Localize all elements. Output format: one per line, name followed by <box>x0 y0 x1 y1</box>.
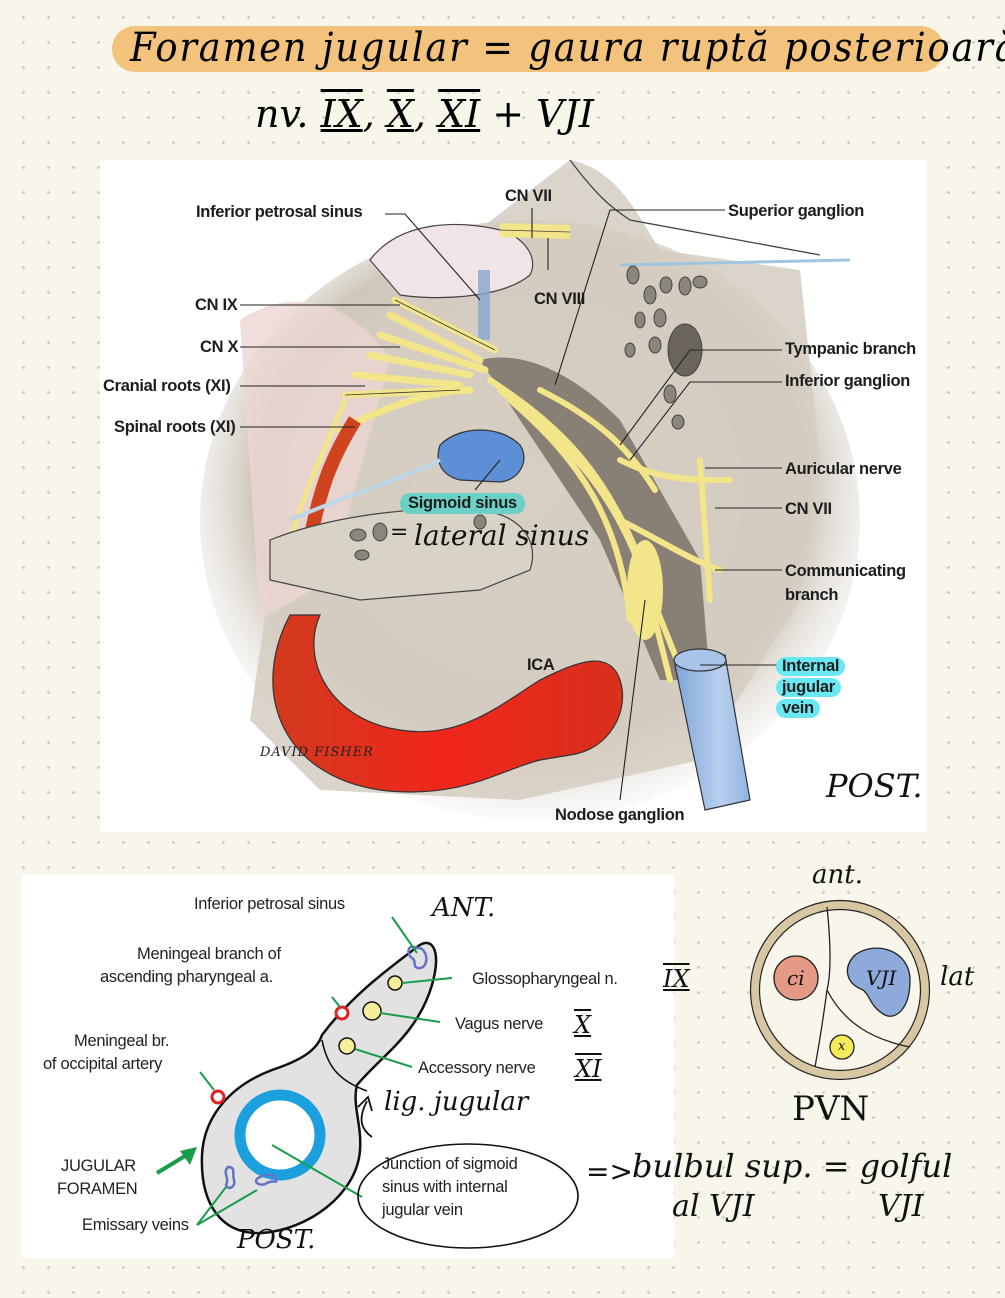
anatomy-illustration: Inferior petrosal sinus CN VII CN VIII S… <box>100 160 926 832</box>
subtitle-nerve-ix: IX <box>320 92 363 136</box>
junction-callout-ellipse <box>357 1143 579 1249</box>
handwritten-lateral-sinus: lateral sinus <box>414 519 590 552</box>
label-nodose-ganglion: Nodose ganglion <box>555 806 685 824</box>
handwritten-equals: = <box>390 520 409 545</box>
label-meningeal-occipital-2: of occipital artery <box>43 1055 163 1073</box>
label-inferior-petrosal-sinus-2: Inferior petrosal sinus <box>194 895 345 913</box>
emissary-vein-2 <box>254 1173 278 1186</box>
flocculus <box>369 223 534 299</box>
label-ica: ICA <box>527 656 555 674</box>
label-junction-2: sinus with internal <box>382 1178 508 1196</box>
subtitle-nerve-xi: XI <box>438 92 481 136</box>
label-internal-jugular-2: jugular <box>776 678 841 697</box>
page-subtitle: nv. IX, X, XI + VJI <box>255 92 594 136</box>
label-accessory: Accessory nerve <box>418 1059 536 1077</box>
inferior-petrosal-sinus-vessel <box>407 945 428 970</box>
label-cn-vii-top: CN VII <box>505 187 552 205</box>
handwritten-xi: XI <box>575 1055 602 1083</box>
label-auricular-nerve: Auricular nerve <box>785 460 902 478</box>
label-junction-3: jugular vein <box>382 1201 463 1219</box>
handwritten-ix: IX <box>663 965 690 993</box>
handwritten-lig-jugular: lig. jugular <box>384 1087 529 1117</box>
handwritten-post-fig1: POST. <box>826 767 923 805</box>
pvn-ci-label: ci <box>787 966 805 990</box>
handwritten-post-fig2: POST. <box>237 1225 316 1255</box>
pvn-label-lat: lat <box>940 962 975 992</box>
accessory-nerve-circle <box>338 1037 356 1055</box>
glossopharyngeal-nerve-circle <box>387 975 403 991</box>
subtitle-suffix: + VJI <box>492 92 594 136</box>
note-bulb-line1: bulbul sup. = golful <box>632 1147 953 1185</box>
label-internal-jugular-1: Internal <box>776 657 846 676</box>
label-superior-ganglion: Superior ganglion <box>728 202 865 220</box>
nodose-ganglion-shape <box>627 540 663 640</box>
page-title: Foramen jugular = gaura ruptă posterioar… <box>130 25 1005 71</box>
label-cn-ix: CN IX <box>195 296 238 314</box>
vagus-nerve-circle <box>362 1001 382 1021</box>
pvn-diagram: ant. lat PVN ci VJI x <box>740 860 995 1140</box>
carotid-sheath-ring <box>750 900 930 1080</box>
label-emissary-veins: Emissary veins <box>82 1216 189 1234</box>
pvn-label-ant: ant. <box>812 860 863 890</box>
label-jugular-foramen-1: JUGULAR <box>61 1157 136 1175</box>
vertebral-artery <box>303 416 361 542</box>
note-arrow: => <box>586 1155 633 1188</box>
meningeal-occipital-artery <box>210 1089 226 1105</box>
pvn-circle-drawing <box>749 899 931 1081</box>
label-jugular-foramen-2: FORAMEN <box>57 1180 138 1198</box>
label-sigmoid-sinus: Sigmoid sinus <box>400 493 525 514</box>
label-cranial-roots: Cranial roots (XI) <box>103 377 231 395</box>
emissary-vein-1 <box>224 1165 236 1190</box>
label-meningeal-occipital-1: Meningeal br. <box>74 1032 170 1050</box>
pvn-vji-label: VJI <box>866 966 897 990</box>
pvn-x-label: x <box>838 1039 846 1054</box>
label-communicating-branch-2: branch <box>785 586 839 604</box>
handwritten-x: X <box>574 1011 592 1039</box>
subtitle-nerve-x: X <box>386 92 414 136</box>
meningeal-ascending-pharyngeal-artery <box>334 1005 350 1021</box>
label-internal-jugular-3: vein <box>776 699 820 718</box>
artist-signature: DAVID FISHER <box>260 745 374 760</box>
note-bulb-line2a: al VJI <box>672 1189 755 1224</box>
ci-circle <box>773 955 819 1001</box>
mastoid-cells <box>624 265 708 430</box>
subtitle-prefix: nv. <box>255 92 309 136</box>
label-inferior-ganglion: Inferior ganglion <box>785 372 911 390</box>
label-vagus: Vagus nerve <box>455 1015 544 1033</box>
green-leader-lines <box>196 916 453 1226</box>
label-cn-viii: CN VIII <box>534 290 586 308</box>
label-meningeal-ascending-1: Meningeal branch of <box>137 945 281 963</box>
label-junction-1: Junction of sigmoid <box>382 1155 518 1173</box>
leader-lines <box>240 208 782 801</box>
anatomy-drawing <box>200 160 860 820</box>
sigmoid-ijv-junction-ring <box>234 1089 326 1181</box>
label-tympanic-branch: Tympanic branch <box>785 340 916 358</box>
jugular-ligament <box>321 1039 368 1092</box>
schematic-drawing <box>155 916 579 1249</box>
label-cn-vii-right: CN VII <box>785 500 832 518</box>
label-communicating-branch-1: Communicating <box>785 562 906 580</box>
sigmoid-sinus-shape <box>437 429 525 483</box>
label-internal-jugular-vein: Internal jugular vein <box>776 657 846 720</box>
pvn-label-bottom: PVN <box>792 1089 870 1129</box>
label-cn-x: CN X <box>200 338 239 356</box>
vji-shape <box>846 947 911 1017</box>
label-inferior-petrosal-sinus: Inferior petrosal sinus <box>196 203 363 221</box>
inferior-petrosal-sinus-shape <box>478 270 490 340</box>
vagus-glossopharyngeal-bundle <box>487 377 733 683</box>
title-highlight <box>112 26 944 72</box>
note-bulb-line2b: VJI <box>878 1189 924 1224</box>
jugular-foramen-schematic: Inferior petrosal sinus Meningeal branch… <box>22 875 690 1258</box>
handwritten-ant: ANT. <box>432 893 496 923</box>
x-nerve-circle <box>829 1034 855 1060</box>
label-glossopharyngeal: Glossopharyngeal n. <box>472 970 618 988</box>
label-meningeal-ascending-2: ascending pharyngeal a. <box>100 968 273 986</box>
label-spinal-roots: Spinal roots (XI) <box>114 418 236 436</box>
internal-carotid-artery <box>272 614 624 793</box>
